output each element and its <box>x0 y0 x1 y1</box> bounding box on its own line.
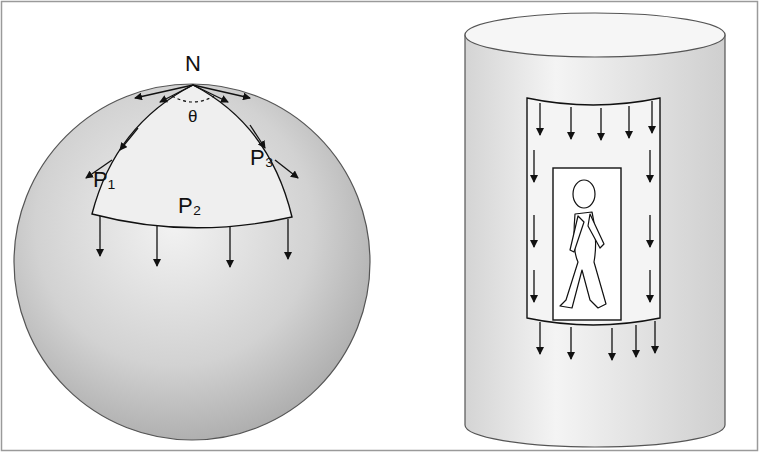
vector-arrows <box>534 101 655 360</box>
angle-label: θ <box>188 108 197 125</box>
pole-label: N <box>185 53 201 75</box>
path-label: P₃ <box>250 147 274 169</box>
path-label: P₂ <box>178 195 201 217</box>
spherical-triangle <box>92 85 292 228</box>
angle-arc <box>172 96 214 102</box>
sphere <box>14 84 370 440</box>
cylinder <box>465 35 725 447</box>
tangent-arrows <box>86 85 298 267</box>
cylinder-top <box>465 13 725 57</box>
path-label: P₁ <box>93 169 115 191</box>
cylinder-patch <box>527 98 660 325</box>
walking-person <box>560 180 606 308</box>
person-frame <box>553 168 621 320</box>
